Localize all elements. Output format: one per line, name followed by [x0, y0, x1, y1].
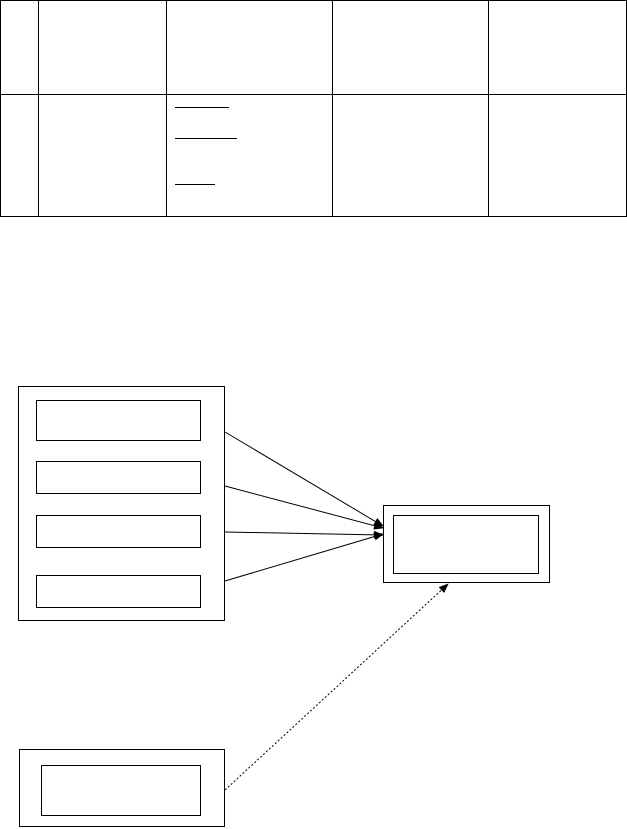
lower-box	[41, 765, 201, 816]
connector-arrow	[224, 532, 384, 582]
lower-group	[19, 749, 225, 827]
source-box-1	[36, 400, 201, 441]
target-group	[383, 505, 550, 583]
connector-arrow	[224, 530, 384, 539]
source-box-2	[36, 461, 201, 494]
connector-arrow	[224, 431, 384, 527]
table	[0, 0, 627, 217]
source-box-3	[36, 515, 201, 548]
source-group	[18, 386, 225, 621]
diagram	[18, 386, 550, 827]
table-border	[0, 0, 627, 217]
source-group-frame	[18, 386, 225, 621]
target-box-frame	[383, 505, 550, 583]
target-box	[393, 515, 539, 574]
source-box-4	[36, 575, 201, 608]
connector-dotted-arrow	[224, 583, 449, 791]
connector-arrow	[224, 485, 384, 530]
lower-box-frame	[19, 749, 225, 827]
